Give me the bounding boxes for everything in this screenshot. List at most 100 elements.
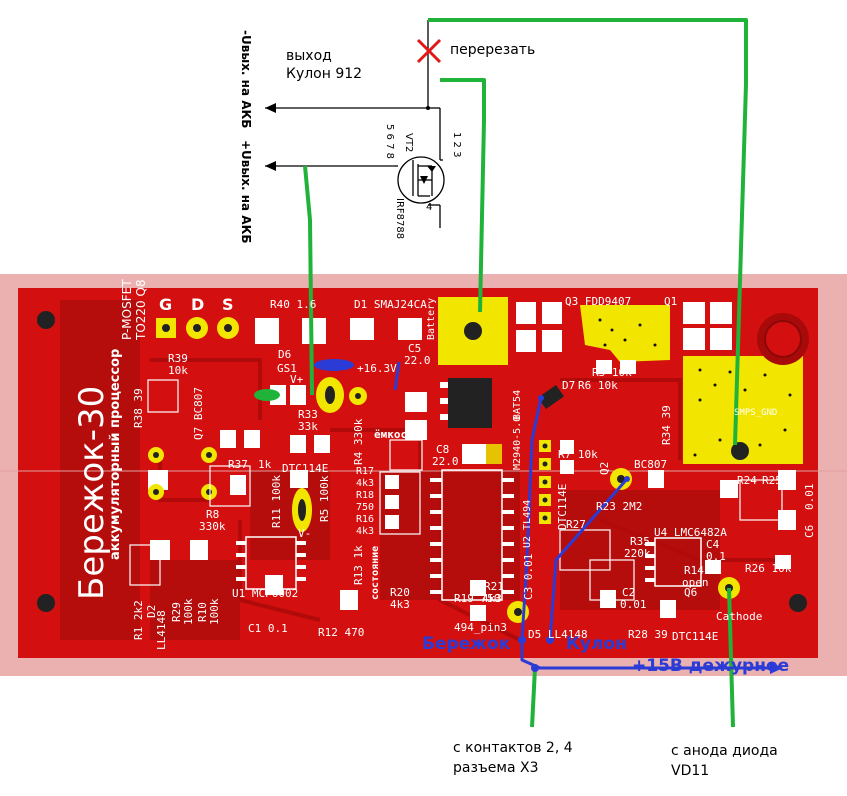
q3-label: Q3 FDD9407: [565, 295, 632, 308]
u2-body: [441, 469, 503, 601]
c5-value: 22.0: [404, 354, 431, 367]
r14-value: open: [682, 576, 709, 589]
d1-label: D1 SMAJ24CA: [354, 298, 427, 311]
r18-label: R18: [356, 490, 375, 501]
copper-pours: [60, 300, 720, 640]
r33-value: 33k: [298, 420, 318, 433]
r20-label: R20: [390, 586, 410, 599]
output-label-line2: Кулон 912: [286, 66, 363, 82]
cut-mark: [416, 38, 442, 64]
r26-label: R26 10k: [745, 562, 792, 575]
r27-label: R27: [566, 518, 586, 531]
r34-label: R34 39: [660, 405, 673, 445]
r12-label: R12 470: [318, 626, 365, 639]
transistor-pins-right: 1 2 3: [451, 132, 462, 158]
r25-label: R25: [762, 474, 782, 487]
mosfet-label-1: P-MOSFET: [120, 279, 134, 340]
q7-label: Q7 BC807: [192, 387, 205, 440]
pin3-label: 494_pin3: [454, 621, 507, 634]
q6-label: Q6: [684, 586, 698, 599]
r29-value: 100k: [182, 598, 195, 626]
r19-label: R19 750: [454, 592, 501, 605]
r17-label: R17: [356, 466, 375, 477]
c6-value: 0.01: [803, 483, 816, 511]
c8-label: C8: [436, 443, 450, 456]
c5-label: C5: [408, 342, 422, 355]
minus-arrowhead: [265, 103, 276, 113]
r38-label: R38 39: [132, 388, 145, 428]
r5-label: R5 100k: [318, 475, 331, 522]
r17-value: 4k3: [356, 478, 375, 489]
mounting-hole: [37, 311, 55, 329]
kulon-label: Кулон: [566, 634, 627, 654]
r18-value: 750: [356, 502, 375, 513]
blue-jumper-pad: [314, 359, 354, 371]
dtc114e-label-2: DTC114E: [672, 630, 719, 643]
r3-label: R3 10k: [592, 366, 632, 379]
contacts-label-line2: разъема X3: [453, 760, 539, 776]
smps-gnd-label: SMPS_GND: [734, 408, 778, 418]
anode-label-line2: VD11: [671, 763, 710, 779]
r11-label: R11 100k: [270, 475, 283, 528]
r40-label: R40 1.6: [270, 298, 317, 311]
mounting-hole: [789, 594, 807, 612]
board-subtitle: аккумуляторный процессор: [108, 348, 123, 560]
ic-bodies: [236, 378, 702, 601]
c1-label: C1 0.1: [248, 622, 288, 635]
standby-label: +15В дежурное: [632, 656, 790, 676]
mounting-holes: [37, 311, 807, 612]
c2-value: 0.01: [620, 598, 647, 611]
blue-wires: [393, 361, 770, 670]
r35-label: R35: [630, 535, 650, 548]
smd-pads: [148, 302, 796, 621]
c6-label: C6: [803, 524, 816, 538]
q1-label: Q1: [664, 295, 678, 308]
bc807-label: BC807: [634, 458, 668, 471]
ldo-label: M2940-5.0: [512, 415, 523, 470]
plus-output-label: +Uвых. на АКБ: [239, 140, 253, 244]
d5-label: D5 LL4148: [528, 628, 588, 641]
r21-label: R21: [484, 580, 504, 593]
silk-outlines: [129, 379, 783, 601]
u2-label: U2 TL494: [522, 499, 533, 548]
mosfet-label-2: TO220 Q8: [134, 279, 148, 340]
mounting-hole: [37, 594, 55, 612]
standby-arrowhead: [770, 662, 783, 674]
anode-label-line1: с анода диода: [671, 743, 778, 759]
source-label: S: [222, 295, 234, 314]
c4-label: C4: [706, 538, 720, 551]
c3-label: C3 0.01: [522, 553, 535, 600]
u4-label: U4 LMC6482A: [654, 526, 727, 539]
c8-value: 22.0: [432, 455, 459, 468]
v163-label: +16.3V: [357, 362, 397, 375]
r28-label: R28 39: [628, 628, 668, 641]
q2-label: Q2: [598, 461, 611, 475]
blue-wire-nodes: [518, 395, 783, 674]
r7-label: R7 10k: [558, 448, 598, 461]
ldo-body: [448, 378, 492, 428]
state-label: состояние: [370, 545, 381, 600]
r10-value: 100k: [208, 598, 221, 626]
r1-label: R1 2k2: [132, 600, 145, 640]
schematic-fill: [265, 103, 436, 184]
schematic: [265, 20, 445, 228]
cut-label: перерезать: [450, 42, 536, 58]
r37-value: 1k: [258, 458, 272, 471]
c2-label: C2: [622, 586, 636, 599]
transistor-pins-left: 5 6 7 8: [384, 124, 395, 159]
vminus-label: V-: [298, 527, 312, 540]
r13-label: R13 1k: [352, 545, 365, 585]
r14-label: R14: [684, 564, 704, 577]
r24-label: R24: [737, 474, 757, 487]
battery-label: Battery: [426, 297, 437, 340]
u4-body: [654, 537, 702, 587]
r23-label: R23 2M2: [596, 500, 643, 513]
berezhok-label: Бережок: [422, 634, 511, 654]
board-title: Бережок-30: [72, 385, 112, 600]
d7-label: D7: [562, 379, 576, 392]
gds-pads: [156, 317, 239, 339]
r20-value: 4k3: [390, 598, 410, 611]
transistor-name: VT2: [403, 133, 414, 153]
u1-body: [245, 536, 297, 590]
output-label-line1: выход: [286, 48, 332, 64]
